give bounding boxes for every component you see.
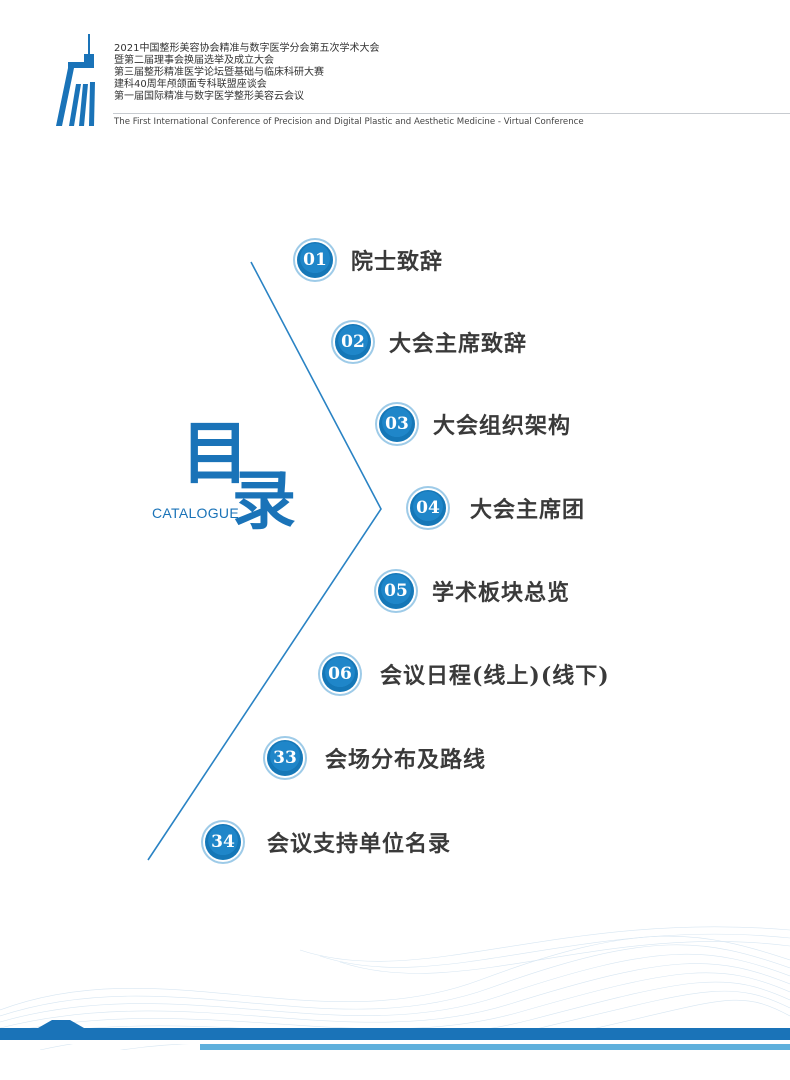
title-char-lu: 录	[232, 464, 296, 539]
toc-item-02[interactable]: 02 大会主席致辞	[335, 322, 527, 362]
toc-item-label: 会场分布及路线	[325, 747, 487, 773]
header-line: 暨第二届理事会换届选举及成立大会	[114, 55, 274, 66]
toc-item-04[interactable]: 04 大会主席团	[410, 488, 585, 528]
toc-number-badge: 02	[335, 324, 371, 360]
header-line: 建科40周年颅颌面专科联盟座谈会	[114, 79, 267, 90]
toc-number-badge: 01	[297, 242, 333, 278]
toc-item-label: 学术板块总览	[432, 580, 571, 606]
wave-decoration	[0, 926, 790, 1080]
toc-item-label: 大会组织架构	[433, 413, 572, 439]
toc-item-05[interactable]: 05 学术板块总览	[378, 571, 570, 611]
toc-item-label: 会议日程(线上)(线下)	[380, 663, 610, 689]
title-char-mu: 目	[181, 414, 250, 494]
toc-number-badge: 04	[410, 490, 446, 526]
toc-item-06[interactable]: 06 会议日程(线上)(线下)	[322, 654, 610, 694]
header-english-title: The First International Conference of Pr…	[114, 117, 584, 127]
toc-item-label: 院士致辞	[351, 249, 444, 275]
toc-item-34[interactable]: 34 会议支持单位名录	[205, 822, 451, 862]
tower-logo-icon	[56, 34, 95, 126]
toc-number-badge: 03	[379, 406, 415, 442]
toc-number-badge: 06	[322, 656, 358, 692]
header-line: 第三届整形精准医学论坛暨基础与临床科研大赛	[114, 67, 324, 78]
toc-item-label: 大会主席团	[470, 497, 586, 523]
toc-item-01[interactable]: 01 院士致辞	[297, 240, 443, 280]
toc-item-33[interactable]: 33 会场分布及路线	[267, 738, 486, 778]
header-line: 第一届国际精准与数字医学整形美容云会议	[114, 91, 304, 102]
toc-number-badge: 33	[267, 740, 303, 776]
header-line: 2021中国整形美容协会精准与数字医学分会第五次学术大会	[114, 43, 380, 54]
toc-number-badge: 34	[205, 824, 241, 860]
toc-item-label: 大会主席致辞	[389, 331, 528, 357]
toc-number-badge: 05	[378, 573, 414, 609]
header-titles: 2021中国整形美容协会精准与数字医学分会第五次学术大会 暨第二届理事会换届选举…	[114, 43, 379, 103]
header-divider	[113, 113, 790, 114]
toc-item-03[interactable]: 03 大会组织架构	[379, 404, 571, 444]
catalogue-subtitle: CATALOGUE	[152, 505, 239, 521]
toc-item-label: 会议支持单位名录	[267, 831, 452, 857]
